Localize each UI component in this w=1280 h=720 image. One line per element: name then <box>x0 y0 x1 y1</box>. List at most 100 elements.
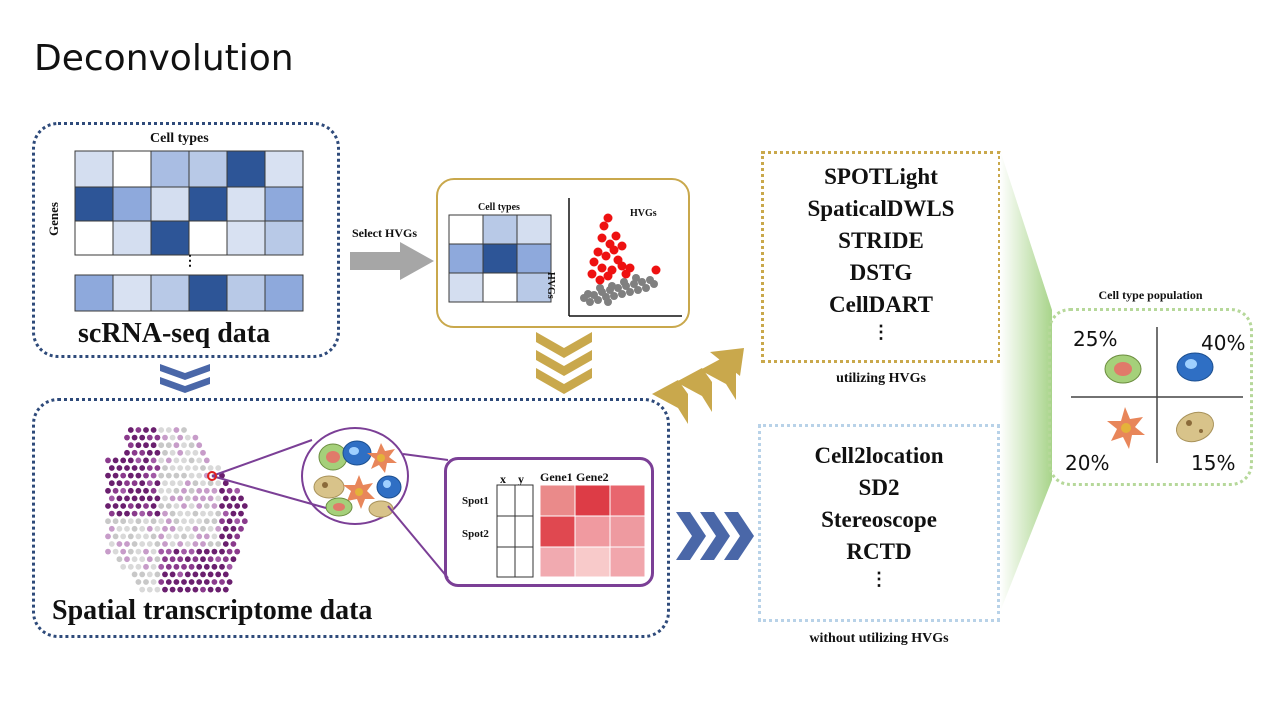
tissue-spot <box>146 586 153 593</box>
tissue-spot <box>200 586 206 593</box>
select-hvgs-arrow <box>350 242 434 280</box>
tissue-spot <box>112 533 119 540</box>
blue-cell-icon <box>1176 352 1214 382</box>
gold-diagonal-chevrons <box>652 348 744 424</box>
zoom-connector-lines <box>207 439 449 579</box>
tissue-spot <box>158 487 165 494</box>
tissue-spot <box>135 518 142 525</box>
tissue-spot <box>154 525 161 532</box>
tissue-spot <box>211 503 218 509</box>
spot-gene-matrix <box>496 484 646 578</box>
tissue-spot <box>154 465 161 471</box>
tissue-spot <box>184 480 191 487</box>
tissue-spot <box>173 457 180 464</box>
tissue-spot <box>200 556 206 563</box>
tissue-spot <box>169 586 176 593</box>
tissue-spot <box>177 510 184 517</box>
tissue-spot <box>150 457 157 464</box>
tissue-spot <box>196 518 203 525</box>
cell-type-population-panel: 25% 40% 20% 15% <box>1048 308 1253 486</box>
tissue-spot <box>181 518 187 525</box>
tissue-spot <box>192 480 199 487</box>
tissue-spot <box>127 442 134 449</box>
tissue-spot <box>188 457 195 464</box>
tissue-spot <box>116 525 123 532</box>
tissue-spot <box>188 518 195 525</box>
population-quadrants <box>1071 327 1243 463</box>
tissue-spot <box>177 556 184 563</box>
tissue-spot <box>108 541 115 547</box>
tissue-spot <box>203 487 210 494</box>
tissue-spot <box>158 579 165 585</box>
tissue-spot <box>169 480 176 487</box>
tissue-spot <box>162 495 168 502</box>
tissue-spot <box>230 495 237 502</box>
tissue-spot <box>181 579 187 585</box>
method-spotlight: SPOTLight <box>824 164 938 189</box>
spatial-transcriptome-panel <box>32 398 670 638</box>
tissue-spot <box>135 487 142 494</box>
hvg-scatter-plot <box>568 198 682 317</box>
tissue-spot <box>207 541 214 547</box>
tissue-spot <box>150 442 157 449</box>
population-pct-1: 25% <box>1073 327 1118 351</box>
tissue-spot <box>177 586 184 593</box>
tissue-spot <box>177 571 184 578</box>
tissue-spot <box>219 487 225 494</box>
tissue-spot <box>200 449 206 456</box>
tissue-spot <box>234 548 241 555</box>
tissue-spot <box>211 487 218 494</box>
tissue-spot <box>158 427 165 433</box>
scrna-genes-label: Genes <box>46 202 61 236</box>
tissue-spot <box>143 579 149 585</box>
tissue-spot <box>154 556 161 563</box>
hvg-matrix-header: Cell types <box>478 202 520 213</box>
tissue-spot <box>230 541 237 547</box>
tissue-spot <box>215 510 222 517</box>
tissue-spot <box>200 495 206 502</box>
tissue-spot <box>226 487 233 494</box>
tissue-spot <box>169 571 176 578</box>
scrna-seq-label: scRNA-seq data <box>78 318 271 349</box>
tissue-spot <box>196 503 203 509</box>
tissue-spot <box>219 548 225 555</box>
tissue-spot <box>162 571 168 578</box>
tissue-spot <box>139 495 146 502</box>
method-stereoscope: Stereoscope <box>821 507 937 532</box>
tissue-spot <box>184 571 191 578</box>
tissue-spot <box>124 465 130 471</box>
tissue-spot <box>154 495 161 502</box>
tissue-spot <box>184 449 191 456</box>
method-dstg: DSTG <box>849 260 913 285</box>
tissue-spot <box>211 533 218 540</box>
page-title: Deconvolution <box>34 38 294 79</box>
tissue-spot <box>215 586 222 593</box>
tissue-spot <box>165 533 172 540</box>
tissue-spot <box>219 563 225 570</box>
tissue-spot <box>162 541 168 547</box>
tissue-spot <box>222 495 229 502</box>
tissue-spot <box>200 525 206 532</box>
tissue-spot <box>207 571 214 578</box>
tissue-spot <box>146 434 153 441</box>
tissue-spot <box>124 495 130 502</box>
gold-down-chevrons <box>536 332 592 394</box>
tissue-spot <box>230 510 237 517</box>
tissue-spot <box>211 563 218 570</box>
tissue-spot <box>127 518 134 525</box>
tissue-spot <box>165 427 172 433</box>
tissue-spot <box>108 510 115 517</box>
tissue-spot <box>154 541 161 547</box>
tissue-spot <box>188 503 195 509</box>
tissue-spot <box>165 563 172 570</box>
tissue-spot <box>222 541 229 547</box>
tissue-spot <box>165 487 172 494</box>
tissue-spot <box>173 518 180 525</box>
tissue-spot <box>116 556 123 563</box>
tissue-spot <box>226 579 233 585</box>
tissue-spot <box>143 442 149 449</box>
tissue-spot <box>143 533 149 540</box>
tissue-spot <box>241 503 248 509</box>
tissue-spot <box>177 449 184 456</box>
tissue-spot <box>207 510 214 517</box>
